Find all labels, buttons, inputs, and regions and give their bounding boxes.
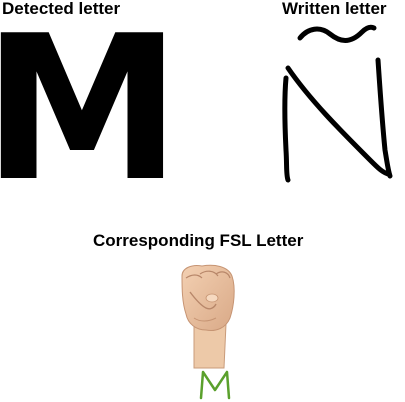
fsl-letter-glyph: M bbox=[199, 370, 231, 400]
fsl-letter-label: Corresponding FSL Letter bbox=[93, 231, 304, 250]
detected-letter-label: Detected letter bbox=[2, 0, 121, 18]
detected-letter-glyph: M bbox=[0, 8, 180, 188]
written-letter-label: Written letter bbox=[282, 0, 387, 18]
hand-sign-m-icon bbox=[181, 264, 235, 369]
written-letter-glyph: Ñ bbox=[282, 24, 393, 183]
fsl-letter-m-strokes bbox=[199, 370, 231, 400]
detected-letter-text: M bbox=[0, 8, 180, 188]
written-diagonal-stroke bbox=[285, 65, 391, 177]
written-tilde-stroke bbox=[297, 24, 377, 43]
written-right-stroke bbox=[375, 57, 393, 179]
written-left-stroke bbox=[282, 75, 291, 183]
